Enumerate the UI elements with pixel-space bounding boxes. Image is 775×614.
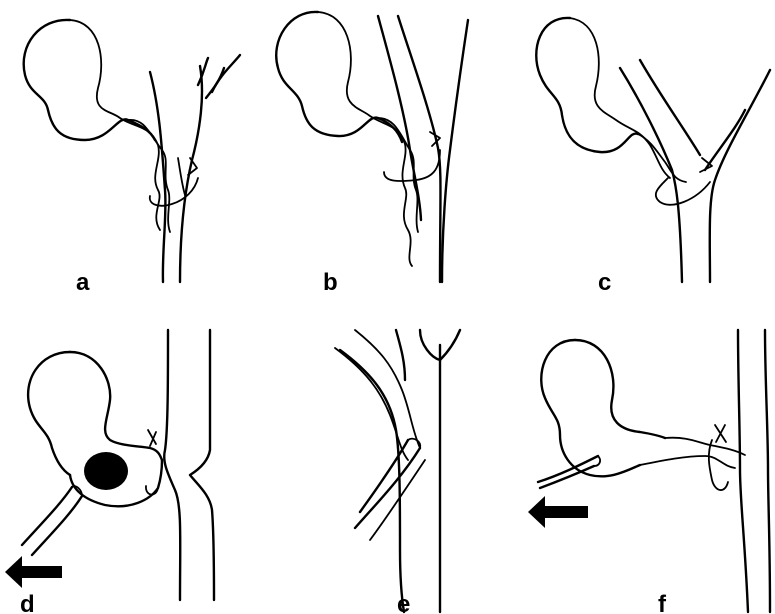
- cystic-duct: [570, 18, 670, 178]
- panel-b: b: [276, 12, 468, 296]
- cystic-duct-inner: [638, 134, 686, 182]
- gallbladder-outline-top: [575, 340, 665, 438]
- panel-a: a: [24, 20, 240, 296]
- panel-label: f: [658, 591, 667, 614]
- panel-label: d: [20, 591, 35, 614]
- common-bile-duct-right: [190, 330, 214, 600]
- arrow-icon: [528, 496, 588, 528]
- ligature-loop: [150, 178, 198, 206]
- common-hepatic-duct-left: [620, 68, 682, 282]
- panel-label: a: [76, 269, 90, 296]
- cystic-duct: [318, 12, 412, 266]
- ligature-loop-2: [178, 158, 185, 195]
- hepatic-duct-outer: [705, 110, 745, 170]
- gallbladder-outline-top: [70, 352, 162, 460]
- common-bile-duct-left: [164, 330, 180, 600]
- common-bile-duct-left: [738, 330, 748, 612]
- common-hepatic-duct-right: [180, 66, 202, 282]
- panel-d: d: [5, 330, 214, 614]
- ligature-clip: [715, 425, 726, 442]
- panel-c: c: [536, 18, 770, 296]
- gallbladder-outline: [536, 18, 638, 152]
- gallbladder-outline: [28, 352, 70, 475]
- panel-label: b: [323, 269, 338, 296]
- panel-label: e: [397, 591, 410, 614]
- hepatic-duct-left: [340, 350, 404, 612]
- ligature-clip: [700, 158, 712, 172]
- panel-e: e: [335, 330, 460, 614]
- duodenal-wall: [442, 20, 468, 282]
- gallbladder-outline: [24, 20, 155, 140]
- arrow-icon: [5, 556, 62, 588]
- drain-tube: [22, 487, 72, 545]
- common-hepatic-duct-left: [150, 72, 165, 282]
- ligature-clip: [148, 430, 156, 446]
- panel-f: f: [528, 330, 770, 614]
- hepatic-branch-right: [212, 55, 240, 92]
- cystic-duct-long-lower: [640, 456, 735, 468]
- gallstone: [84, 452, 128, 490]
- panel-label: c: [598, 269, 611, 296]
- hepatic-branch-right-2: [206, 68, 224, 98]
- hepatic-duct-right-wall: [710, 70, 770, 282]
- catheter-thin-line: [370, 460, 425, 540]
- gallbladder-outline: [541, 340, 640, 476]
- hepatic-branch-left: [198, 58, 208, 85]
- cystic-duct-tortuous: [355, 330, 420, 448]
- hepatic-branch-v: [396, 330, 405, 380]
- drain-tube: [540, 466, 594, 488]
- common-bile-duct-right: [765, 330, 770, 612]
- common-hepatic-duct-right: [398, 16, 441, 282]
- cystic-duct-long: [665, 438, 745, 455]
